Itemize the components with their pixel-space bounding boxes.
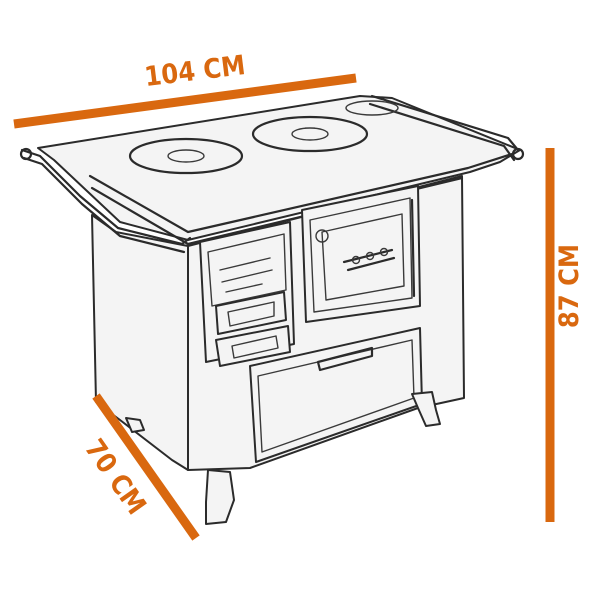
depth-label: 70 CM (78, 434, 152, 521)
width-label: 104 CM (143, 50, 247, 93)
height-dimension: 87 CM (545, 148, 585, 522)
width-dimension-line (13, 73, 357, 129)
depth-dimension-line (92, 393, 200, 541)
wood-stove-icon (19, 94, 525, 525)
height-label: 87 CM (554, 244, 585, 328)
